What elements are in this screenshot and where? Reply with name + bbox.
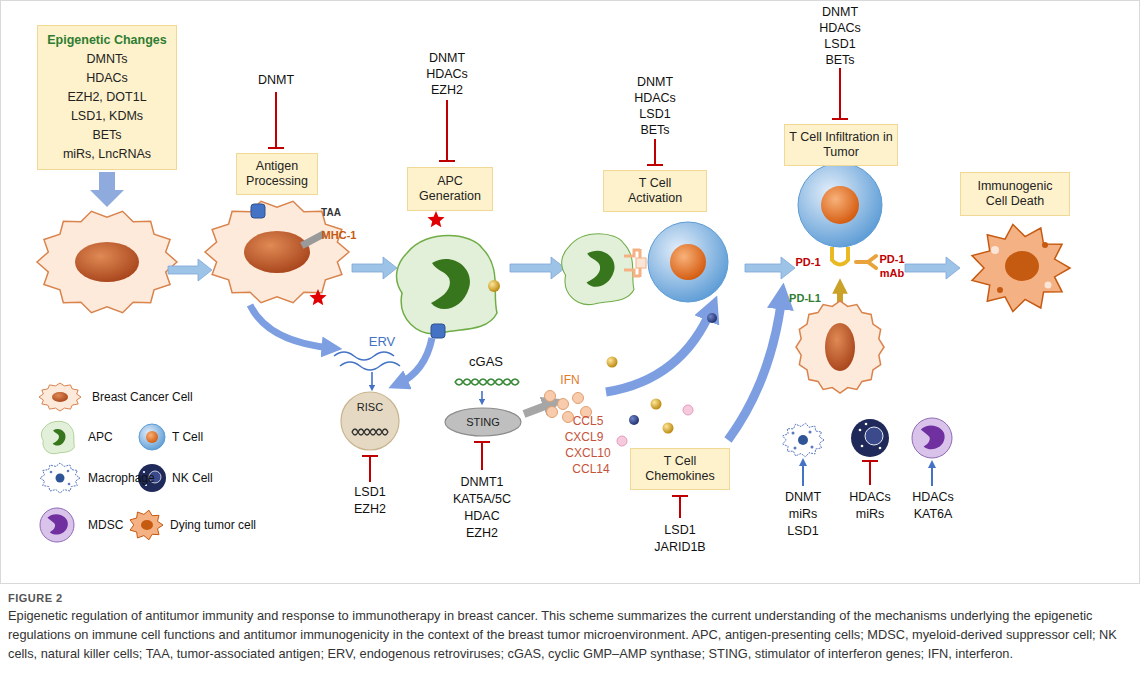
node-text: APC Generation bbox=[412, 174, 488, 204]
node-shape bbox=[341, 392, 399, 450]
regulator-label: EZH2 bbox=[354, 502, 386, 516]
regulator-label: DNMT bbox=[637, 75, 673, 89]
chemokine-label: CCL14 bbox=[572, 462, 609, 476]
epigenetic-changes-box: Epigenetic ChangesDMNTsHDACsEZH2, DOT1LL… bbox=[37, 25, 177, 170]
curved-arrows bbox=[606, 296, 782, 440]
node-text: DMNTs bbox=[87, 50, 128, 69]
regulator-label: HDACs bbox=[634, 91, 676, 105]
node-text: T Cell Activation bbox=[618, 176, 692, 206]
antigen-label: TAA bbox=[321, 206, 341, 220]
legend-text: MDSC bbox=[88, 518, 123, 532]
regulator-label: KAT6A bbox=[914, 507, 953, 521]
node-text: STING bbox=[466, 415, 500, 430]
node-text: HDACs bbox=[86, 69, 128, 88]
chemokine-label: CXCL9 bbox=[565, 430, 604, 444]
apc-cell bbox=[397, 211, 500, 338]
node-text: BETs bbox=[92, 126, 121, 145]
sting-ellipse: STING bbox=[444, 407, 522, 437]
regulator-label: EZH2 bbox=[431, 83, 463, 97]
node-text: Antigen Processing bbox=[242, 159, 312, 189]
regulator-label: DNMT bbox=[258, 73, 294, 87]
regulator-label: LSD1 bbox=[787, 524, 818, 538]
figure-frame bbox=[1, 1, 1140, 584]
legend-text: NK Cell bbox=[172, 471, 213, 485]
regulator-label: miRs bbox=[856, 507, 884, 521]
dying-tumor-cell bbox=[972, 224, 1070, 311]
process-box: T Cell Activation bbox=[603, 170, 707, 212]
legend-text: APC bbox=[88, 430, 113, 444]
legend-text: Macrophage bbox=[88, 471, 155, 485]
node-text: miRs, LncRNAs bbox=[63, 145, 151, 164]
regulator-label: LSD1 bbox=[664, 523, 695, 537]
regulator-label: HDACs bbox=[849, 490, 891, 504]
t-cell-infiltration-illustration bbox=[796, 163, 884, 393]
regulator-label: KAT5A/5C bbox=[453, 492, 511, 506]
regulator-label: HDACs bbox=[819, 21, 861, 35]
process-box: Antigen Processing bbox=[236, 153, 318, 195]
process-box: APC Generation bbox=[407, 167, 493, 211]
chemokine-label: CCL5 bbox=[573, 414, 604, 428]
node-text: LSD1, KDMs bbox=[71, 107, 143, 126]
regulator-label: LSD1 bbox=[824, 37, 855, 51]
risc-circle: RISC bbox=[340, 391, 400, 451]
legend-icons bbox=[39, 383, 166, 542]
node-text: EZH2, DOT1L bbox=[67, 88, 146, 107]
regulator-label: miRs bbox=[789, 507, 817, 521]
legend-text: T Cell bbox=[172, 430, 203, 444]
legend-text: Breast Cancer Cell bbox=[92, 390, 193, 404]
regulator-label: DNMT1 bbox=[460, 475, 503, 489]
node-outline bbox=[340, 391, 400, 451]
pathway-label: ERV bbox=[369, 335, 396, 349]
antibody-label: PD-1 mAb bbox=[877, 252, 907, 280]
chemokine-particles bbox=[607, 313, 718, 465]
regulator-label: EZH2 bbox=[466, 526, 498, 540]
node-text: Immunogenic Cell Death bbox=[971, 179, 1059, 209]
block-arrow bbox=[90, 172, 124, 207]
node-text: Epigenetic Changes bbox=[47, 31, 166, 50]
regulator-label: DNMT bbox=[429, 51, 465, 65]
cgas-sting-pathway bbox=[398, 338, 553, 414]
chemokine-label: CXCL10 bbox=[565, 446, 610, 460]
antigen-presenting-tumor-cell bbox=[205, 201, 349, 305]
node-text: T Cell Infiltration in Tumor bbox=[789, 130, 893, 160]
regulator-label: LSD1 bbox=[354, 485, 385, 499]
process-box: T Cell Chemokines bbox=[630, 448, 730, 490]
t-cell-activation-illustration bbox=[562, 222, 728, 305]
process-box: Immunogenic Cell Death bbox=[960, 172, 1070, 216]
immune-cell-icons bbox=[783, 418, 952, 486]
regulator-label: HDACs bbox=[426, 67, 468, 81]
breast-cancer-cell bbox=[37, 211, 177, 312]
node-text: T Cell Chemokines bbox=[645, 454, 715, 484]
pathway-label: IFN bbox=[560, 373, 579, 387]
regulator-label: BETs bbox=[825, 53, 854, 67]
regulator-label: BETs bbox=[640, 123, 669, 137]
legend-text: Dying tumor cell bbox=[170, 518, 256, 532]
regulator-label: DNMT bbox=[822, 5, 858, 19]
process-box: T Cell Infiltration in Tumor bbox=[784, 124, 898, 166]
node-text: RISC bbox=[357, 400, 383, 415]
regulator-label: JARID1B bbox=[654, 540, 705, 554]
node-shape bbox=[445, 408, 521, 436]
ligand-label: PD-L1 bbox=[789, 291, 821, 305]
figure-caption: Epigenetic regulation of antitumor immun… bbox=[8, 606, 1132, 663]
erv-strands bbox=[250, 305, 400, 388]
regulator-label: LSD1 bbox=[639, 107, 670, 121]
pathway-label: cGAS bbox=[469, 355, 503, 369]
risc-helix bbox=[352, 429, 388, 435]
antigen-label: MHC-1 bbox=[322, 228, 357, 242]
figure-number: FIGURE 2 bbox=[8, 591, 63, 605]
regulator-label: HDACs bbox=[912, 490, 954, 504]
regulator-label: HDAC bbox=[464, 509, 499, 523]
receptor-label: PD-1 bbox=[795, 255, 820, 269]
regulator-label: DNMT bbox=[785, 490, 821, 504]
